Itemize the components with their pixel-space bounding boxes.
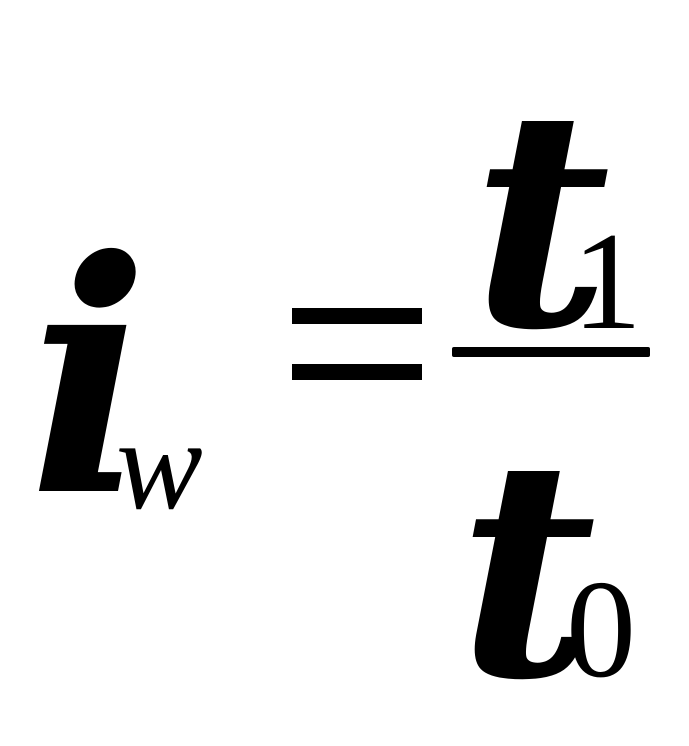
equation: i w t 1 t 0	[28, 43, 650, 746]
lhs-variable: i	[28, 192, 150, 567]
denominator-subscript: 0	[566, 552, 636, 707]
denominator-variable: t	[458, 393, 597, 746]
numerator-variable: t	[472, 43, 611, 396]
fraction-bar	[452, 347, 650, 357]
lhs-subscript: w	[116, 393, 203, 537]
equals-bar-top	[292, 308, 422, 324]
equals-bar-bottom	[292, 364, 422, 380]
numerator-subscript: 1	[572, 204, 642, 359]
equals-sign	[292, 308, 422, 380]
